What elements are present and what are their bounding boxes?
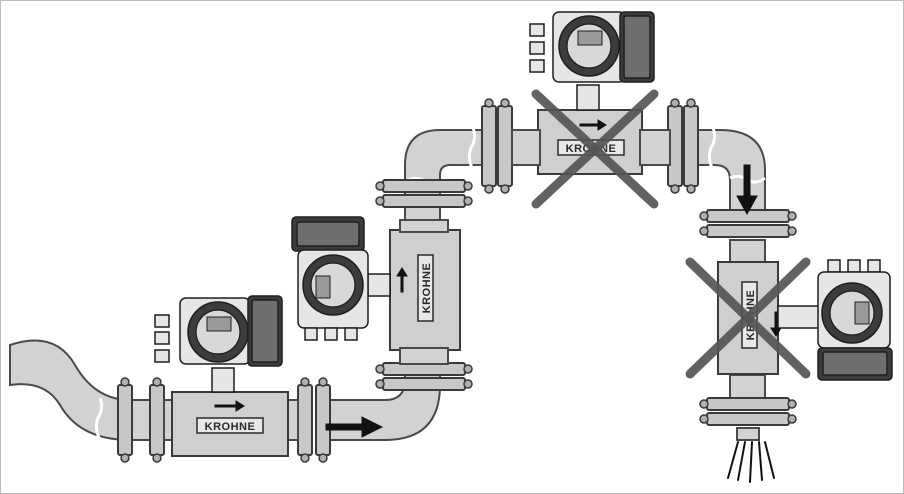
inlet-flow-arrow <box>325 416 384 438</box>
meter-3-transmitter <box>529 11 655 83</box>
downflow-arrow <box>736 164 758 216</box>
meter-3-flow-arrow <box>579 119 607 131</box>
flange-bolts <box>120 98 797 463</box>
meter-vertical-downflow: KROHNE <box>685 257 893 381</box>
meter-1-transmitter <box>154 295 283 367</box>
meter-2-transmitter <box>291 216 369 341</box>
meter-horizontal-top: KROHNE <box>511 11 671 209</box>
meter-1-flow-arrow <box>214 400 245 412</box>
meter-2-flow-arrow <box>396 267 408 293</box>
meter-vertical-upflow: KROHNE <box>291 216 461 365</box>
outlet-spray <box>727 441 775 483</box>
meter-2-brand: KROHNE <box>421 263 433 314</box>
meter-4-flow-arrow <box>770 311 782 337</box>
meter-1-brand: KROHNE <box>205 421 256 433</box>
meter-horizontal-bottom: KROHNE <box>154 295 299 457</box>
flow-arrows <box>325 164 758 438</box>
meter-4-transmitter <box>817 259 893 381</box>
